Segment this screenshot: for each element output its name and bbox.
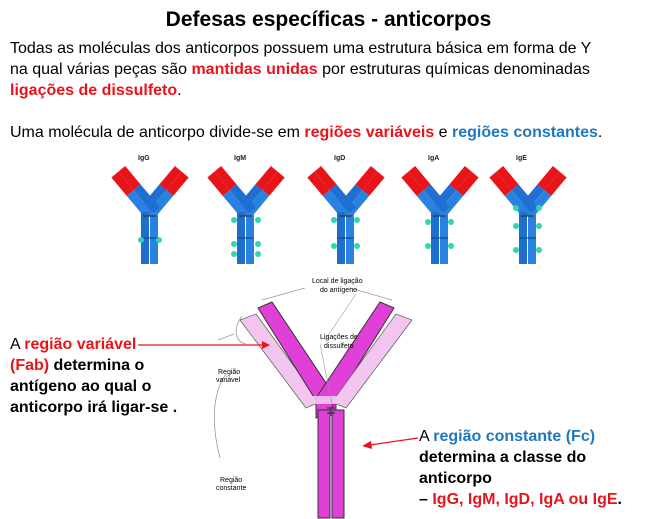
note-line: – IgG, IgM, IgD, IgA ou IgE.	[419, 489, 655, 510]
label-variable-region-1: Região	[218, 369, 240, 376]
intro-line-2: na qual várias peças são mantidas unidas…	[10, 59, 590, 80]
division-text: e	[434, 124, 453, 141]
note-text: determina o	[49, 357, 145, 374]
intro-text: na qual várias peças são	[10, 61, 192, 78]
antibody-structure-diagram: Local de ligação do antígeno Ligações de…	[213, 278, 413, 519]
antibody-igg: IgG	[110, 155, 190, 265]
label-constant-region-1: Região	[220, 477, 242, 484]
intro-period: .	[177, 82, 182, 99]
label-variable-region-2: variável	[216, 377, 241, 384]
note-text: .	[617, 491, 622, 508]
highlight-classes: IgG, IgM, IgD, IgA ou IgE	[432, 491, 618, 508]
label-igd: IgD	[334, 155, 345, 162]
division-sentence: Uma molécula de anticorpo divide-se em r…	[10, 122, 602, 143]
note-line: antígeno ao qual o	[10, 378, 152, 395]
note-line: anticorpo irá ligar-se .	[10, 399, 178, 416]
variable-region-note: A região variável (Fab) determina o antí…	[10, 334, 240, 418]
note-text: A	[419, 428, 434, 445]
label-binding-site-2: do antígeno	[320, 287, 357, 294]
arrow-constant-head	[362, 441, 372, 449]
division-text: Uma molécula de anticorpo divide-se em	[10, 124, 305, 141]
label-binding-site-1: Local de ligação	[312, 278, 363, 285]
note-line: A região constante (Fc)	[419, 426, 655, 447]
arrow-variable-head	[262, 341, 270, 349]
highlight-ligacoes-dissulfeto: ligações de dissulfeto	[10, 82, 178, 99]
note-line: (Fab) determina o	[10, 355, 240, 376]
label-constant-region-2: constante	[216, 485, 246, 492]
constant-region-note: A região constante (Fc) determina a clas…	[419, 426, 655, 510]
note-text: A	[10, 336, 25, 353]
highlight-fab: (Fab)	[10, 357, 50, 374]
antibody-igm: IgM	[206, 155, 286, 265]
highlight-regiao-constante: região constante (Fc)	[433, 428, 596, 445]
label-disulfide-1: Ligações de	[320, 334, 358, 341]
label-ige: IgE	[516, 155, 527, 162]
label-iga: IgA	[428, 155, 439, 162]
highlight-regiao-variavel: região variável	[24, 336, 137, 353]
label-igm: IgM	[234, 155, 246, 162]
antibody-classes-figure: IgG IgM IgD IgA IgE	[110, 155, 568, 265]
highlight-mantidas-unidas: mantidas unidas	[191, 61, 318, 78]
highlight-regioes-variaveis: regiões variáveis	[304, 124, 435, 141]
antibody-ige: IgE	[488, 155, 568, 265]
label-disulfide-2: dissulfeto	[324, 343, 354, 350]
arrow-constant-line	[369, 437, 419, 446]
note-line: determina a classe do	[419, 449, 587, 466]
division-text: .	[597, 124, 603, 141]
highlight-regioes-constantes: regiões constantes	[452, 124, 598, 141]
note-text: –	[419, 491, 433, 508]
intro-line-1: Todas as moléculas dos anticorpos possue…	[10, 40, 592, 57]
label-igg: IgG	[138, 155, 150, 162]
page-title: Defesas específicas - anticorpos	[165, 8, 492, 31]
intro-text: por estruturas químicas denominadas	[317, 61, 590, 78]
intro-line-3: ligações de dissulfeto.	[10, 80, 182, 101]
antibody-iga: IgA	[400, 155, 480, 265]
antibody-igd: IgD	[306, 155, 386, 265]
note-line: anticorpo	[419, 470, 492, 487]
note-line: A região variável	[10, 334, 240, 355]
